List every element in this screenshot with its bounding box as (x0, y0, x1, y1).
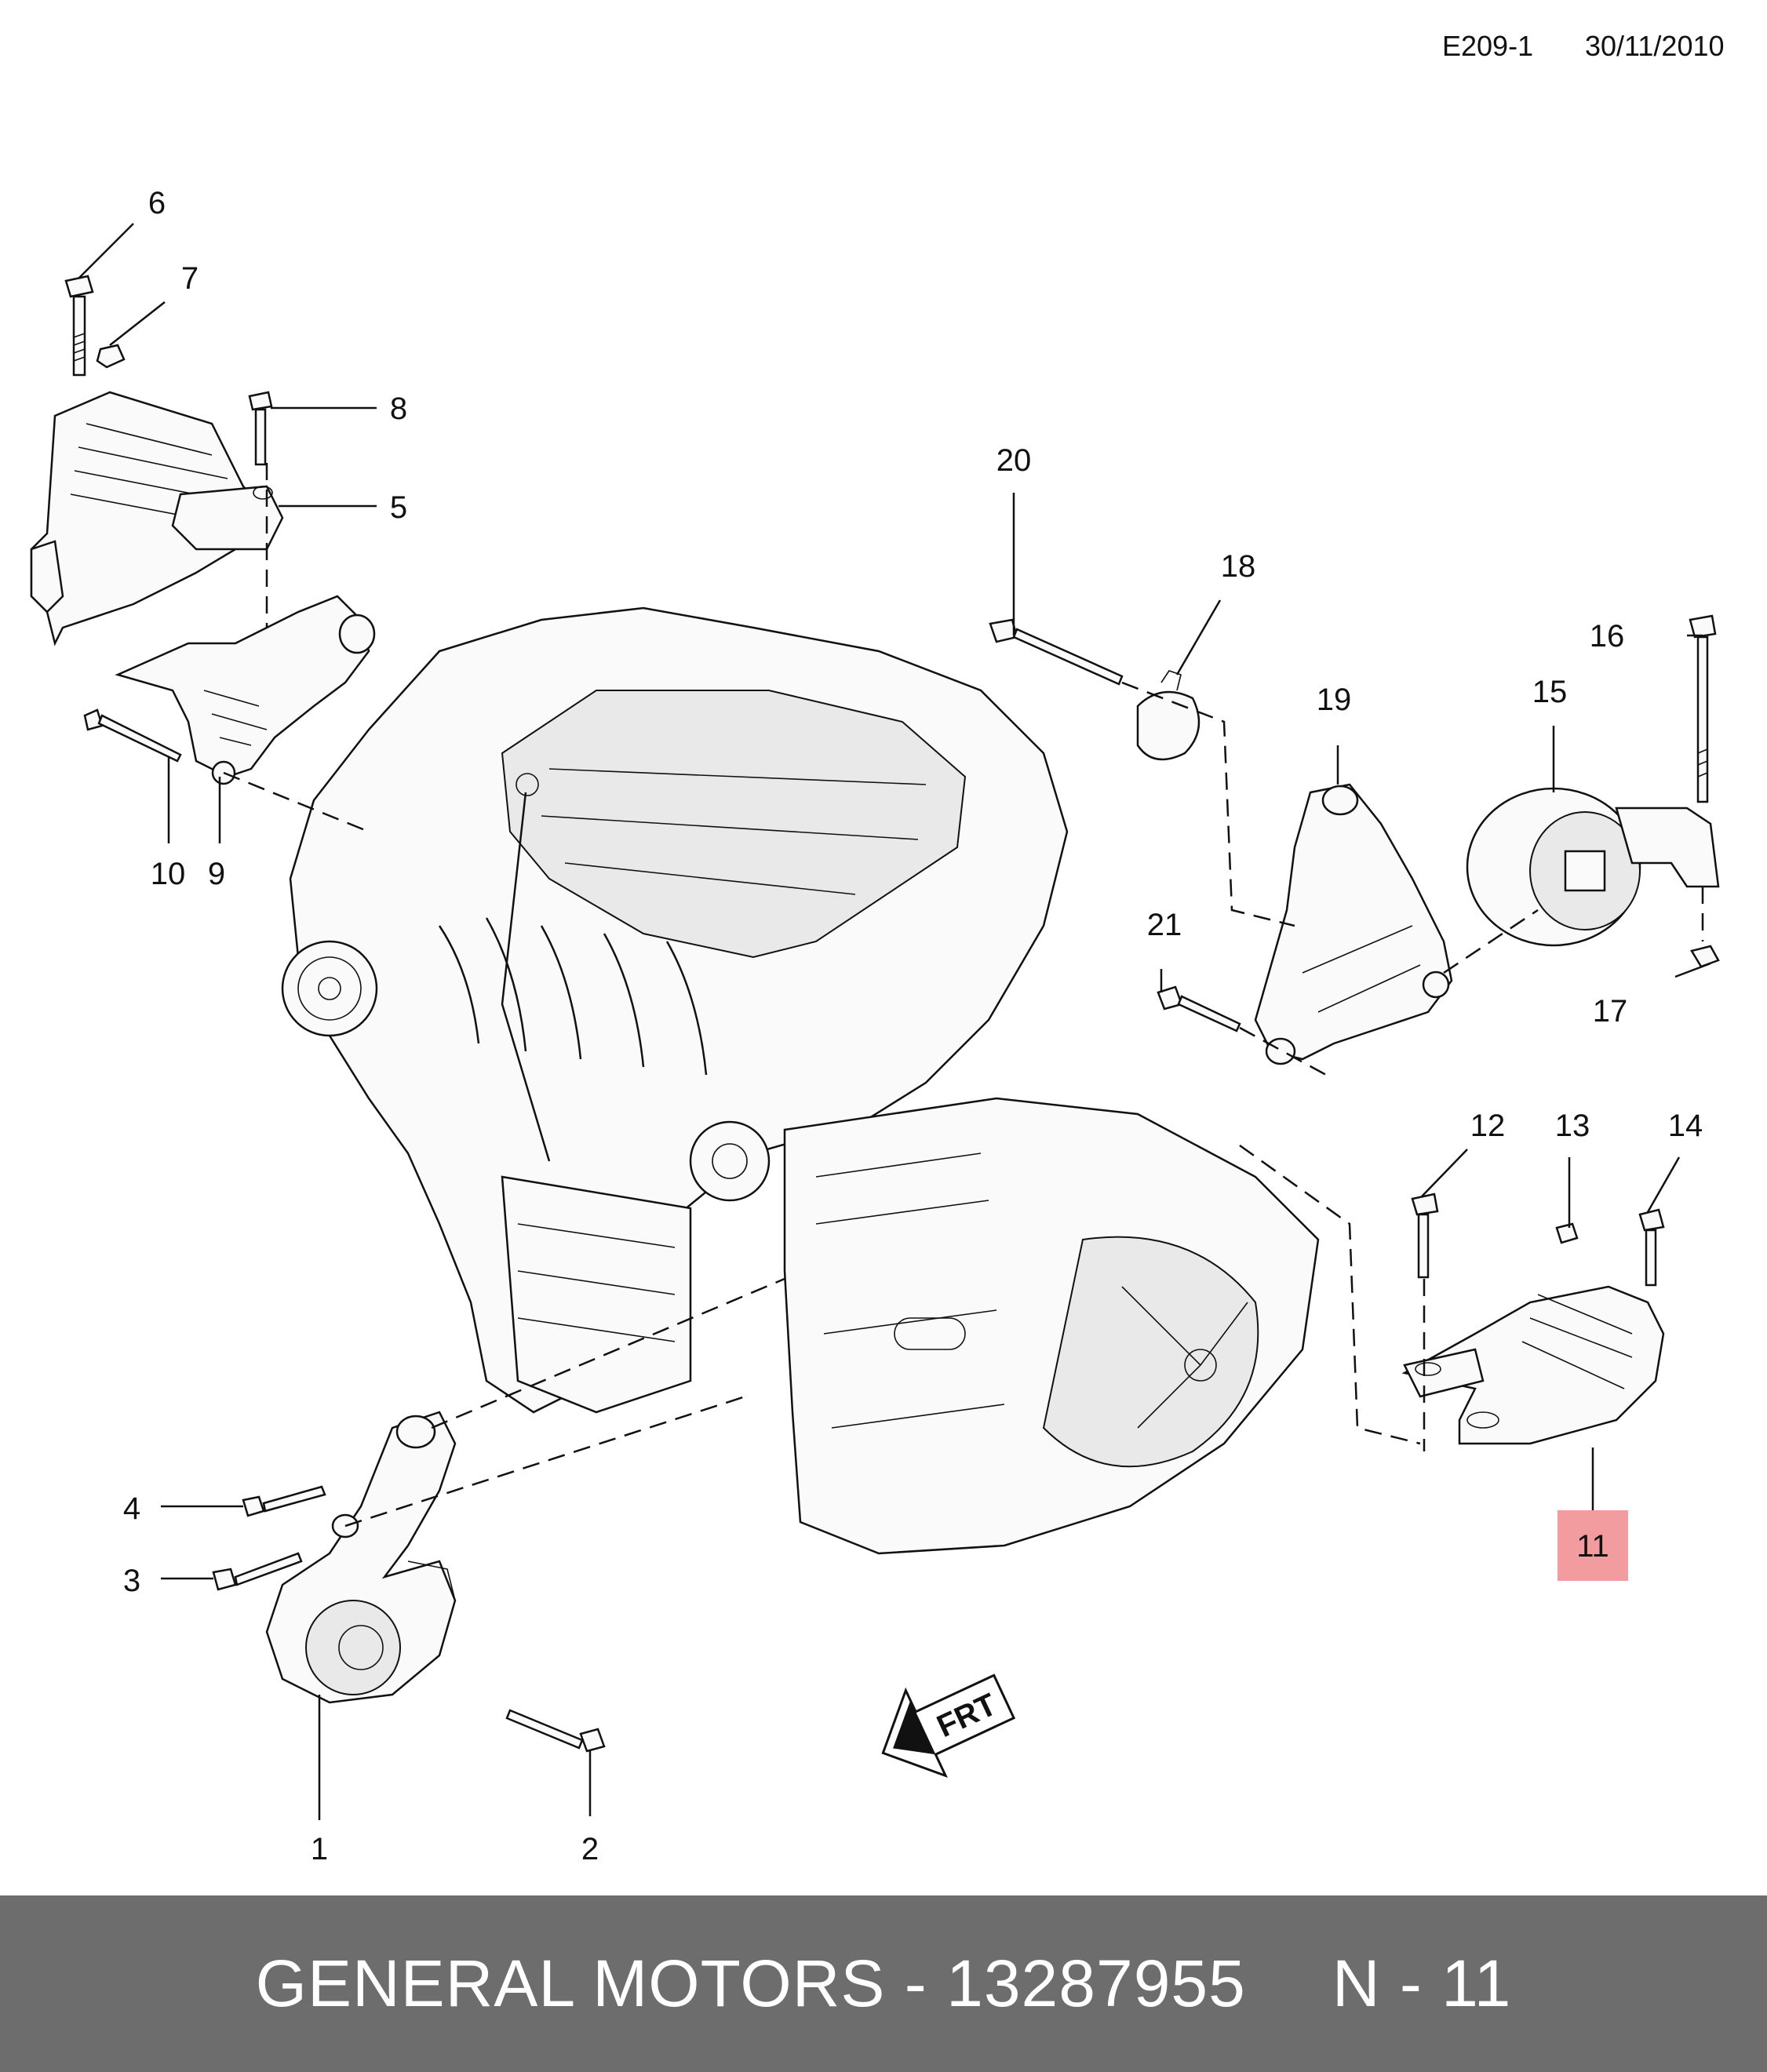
callout-15: 15 (1532, 675, 1568, 709)
assembly-lines (223, 463, 1704, 1528)
part-4-bolt (242, 1485, 326, 1517)
part-9-bracket (115, 595, 376, 785)
callout-7: 7 (181, 261, 199, 296)
part-3-bolt (212, 1552, 303, 1591)
part-5-mount (30, 391, 284, 646)
part-2-bolt (505, 1709, 606, 1753)
callout-11: 11 (1576, 1529, 1609, 1564)
callout-5: 5 (390, 490, 407, 525)
callout-13: 13 (1555, 1109, 1590, 1143)
part-16-bolt (1689, 614, 1717, 803)
callout-20: 20 (996, 443, 1032, 478)
callout-2: 2 (581, 1832, 599, 1866)
callout-1: 1 (311, 1832, 328, 1866)
front-direction-arrow: FRT (881, 1673, 1016, 1779)
footer-part-number: 13287955 (946, 1946, 1246, 2020)
callout-12: 12 (1470, 1109, 1506, 1143)
part-17-nut (1690, 945, 1720, 968)
footer-bar: GENERAL MOTORS - 13287955 N - 11 (0, 1895, 1767, 2072)
footer-brand: GENERAL MOTORS (255, 1946, 886, 2020)
callout-6: 6 (148, 186, 166, 220)
engine-assembly (281, 606, 1320, 1555)
footer-ref: N - 11 (1332, 1946, 1512, 2020)
part-10-bolt (83, 708, 182, 763)
part-18-shield (1136, 670, 1200, 761)
diagram-date: 30/11/2010 (1585, 30, 1725, 62)
callout-10: 10 (151, 857, 186, 891)
part-11-highlight (1558, 1510, 1628, 1581)
callout-8: 8 (390, 391, 407, 426)
callout-labels: 6 7 8 5 10 9 20 18 19 15 16 21 17 12 13 … (123, 186, 1703, 1866)
part-14-bolt (1638, 1208, 1665, 1287)
part-15-mount (1466, 787, 1720, 947)
part-12-bolt (1411, 1193, 1439, 1279)
callout-14: 14 (1668, 1109, 1703, 1143)
part-8-bolt (248, 391, 273, 466)
part-6-bolt (64, 275, 94, 377)
diagram-code: E209-1 (1442, 30, 1534, 62)
callout-3: 3 (123, 1564, 140, 1598)
callout-17: 17 (1593, 994, 1628, 1029)
part-11-mount (1401, 1285, 1665, 1445)
footer-separator: - (904, 1946, 927, 2020)
part-13-nut (1555, 1222, 1579, 1244)
callout-18: 18 (1221, 549, 1256, 584)
callout-21: 21 (1147, 908, 1182, 942)
leader-lines (78, 223, 1711, 1820)
callout-16: 16 (1590, 619, 1625, 654)
part-7-nut (96, 344, 126, 369)
exploded-view-diagram: 6 7 8 5 10 9 20 18 19 15 16 21 17 12 13 … (30, 186, 1720, 1866)
part-21-bolt (1157, 985, 1241, 1032)
part-19-bracket (1254, 783, 1453, 1065)
part-20-bolt (989, 618, 1124, 686)
callout-4: 4 (123, 1491, 140, 1526)
part-1-mount (265, 1411, 457, 1704)
callout-9: 9 (208, 857, 225, 891)
callout-19: 19 (1317, 683, 1352, 717)
